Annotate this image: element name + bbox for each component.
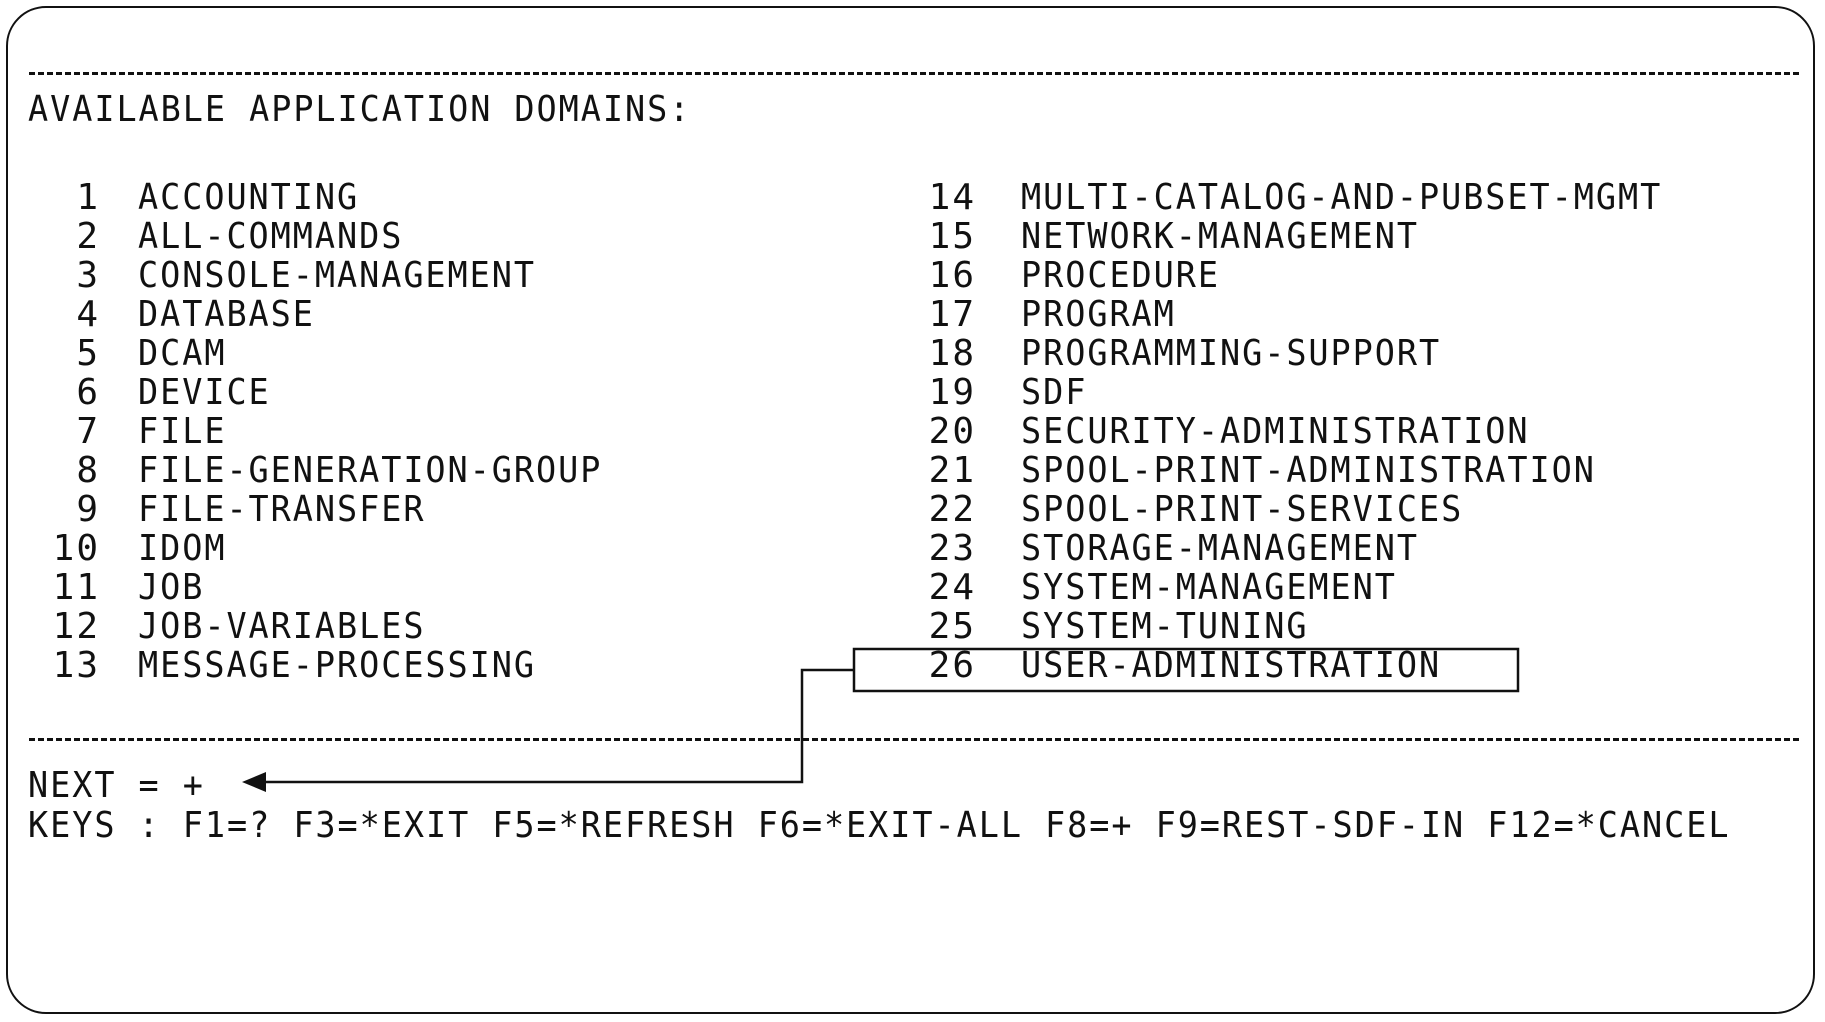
domain-number: 25 [928, 606, 976, 647]
domain-item-label[interactable]: STORAGE-MANAGEMENT [1021, 528, 1419, 569]
domain-item-label[interactable]: ACCOUNTING [138, 177, 360, 218]
domain-number: 26 [928, 645, 976, 686]
domain-number: 24 [928, 567, 976, 608]
page-title: AVAILABLE APPLICATION DOMAINS: [28, 89, 692, 130]
function-keys-bar: KEYS : F1=? F3=*EXIT F5=*REFRESH F6=*EXI… [28, 805, 1731, 846]
domain-item-label[interactable]: JOB-VARIABLES [138, 606, 426, 647]
domain-number: 9 [76, 489, 100, 530]
domain-item-label[interactable]: SECURITY-ADMINISTRATION [1021, 411, 1530, 452]
domain-item-label[interactable]: PROCEDURE [1021, 255, 1220, 296]
domain-item-label[interactable]: PROGRAM [1021, 294, 1176, 335]
domain-item-label[interactable]: USER-ADMINISTRATION [1021, 645, 1442, 686]
domain-item-label[interactable]: JOB [138, 567, 205, 608]
domain-item-label[interactable]: DATABASE [138, 294, 315, 335]
domain-number: 18 [928, 333, 976, 374]
domain-item-label[interactable]: MESSAGE-PROCESSING [138, 645, 536, 686]
domain-number: 22 [928, 489, 976, 530]
domain-number: 2 [76, 216, 100, 257]
domain-item-label[interactable]: NETWORK-MANAGEMENT [1021, 216, 1419, 257]
annotation-overlay [242, 647, 1520, 792]
domain-number: 11 [52, 567, 100, 608]
arrowhead-left-icon [242, 772, 266, 792]
terminal-screen: AVAILABLE APPLICATION DOMAINS: 1 ACCOUNTI… [6, 6, 1815, 1014]
top-dashed-separator [29, 72, 1799, 75]
domain-item-label[interactable]: IDOM [138, 528, 227, 569]
domain-number: 12 [52, 606, 100, 647]
domain-number: 4 [76, 294, 100, 335]
domain-item-label[interactable]: DCAM [138, 333, 227, 374]
domain-item-label[interactable]: PROGRAMMING-SUPPORT [1021, 333, 1442, 374]
domain-item-label[interactable]: FILE [138, 411, 227, 452]
domain-number: 17 [928, 294, 976, 335]
domain-item-label[interactable]: SPOOL-PRINT-ADMINISTRATION [1021, 450, 1596, 491]
domain-item-label[interactable]: MULTI-CATALOG-AND-PUBSET-MGMT [1021, 177, 1663, 218]
selected-domain-highlight-box [852, 647, 1520, 693]
domain-number: 13 [52, 645, 100, 686]
annotation-connector-line [260, 668, 854, 784]
domain-item-label[interactable]: SDF [1021, 372, 1088, 413]
domain-number: 19 [928, 372, 976, 413]
domain-number: 3 [76, 255, 100, 296]
domain-number: 21 [928, 450, 976, 491]
domain-number: 23 [928, 528, 976, 569]
domain-item-label[interactable]: SYSTEM-MANAGEMENT [1021, 567, 1397, 608]
domain-item-label[interactable]: FILE-GENERATION-GROUP [138, 450, 603, 491]
domain-item-label[interactable]: SYSTEM-TUNING [1021, 606, 1309, 647]
domain-number: 7 [76, 411, 100, 452]
domain-item-label[interactable]: SPOOL-PRINT-SERVICES [1021, 489, 1464, 530]
domain-number: 20 [928, 411, 976, 452]
domain-number: 15 [928, 216, 976, 257]
domain-number: 14 [928, 177, 976, 218]
domain-number: 8 [76, 450, 100, 491]
domain-number: 1 [76, 177, 100, 218]
next-command-input[interactable]: NEXT = + [28, 765, 205, 806]
domain-number: 6 [76, 372, 100, 413]
domain-item-label[interactable]: DEVICE [138, 372, 271, 413]
domain-item-label[interactable]: FILE-TRANSFER [138, 489, 426, 530]
bottom-dashed-separator [29, 738, 1799, 741]
domain-number: 10 [52, 528, 100, 569]
domain-item-label[interactable]: ALL-COMMANDS [138, 216, 404, 257]
domain-number: 5 [76, 333, 100, 374]
domain-number: 16 [928, 255, 976, 296]
domain-item-label[interactable]: CONSOLE-MANAGEMENT [138, 255, 536, 296]
